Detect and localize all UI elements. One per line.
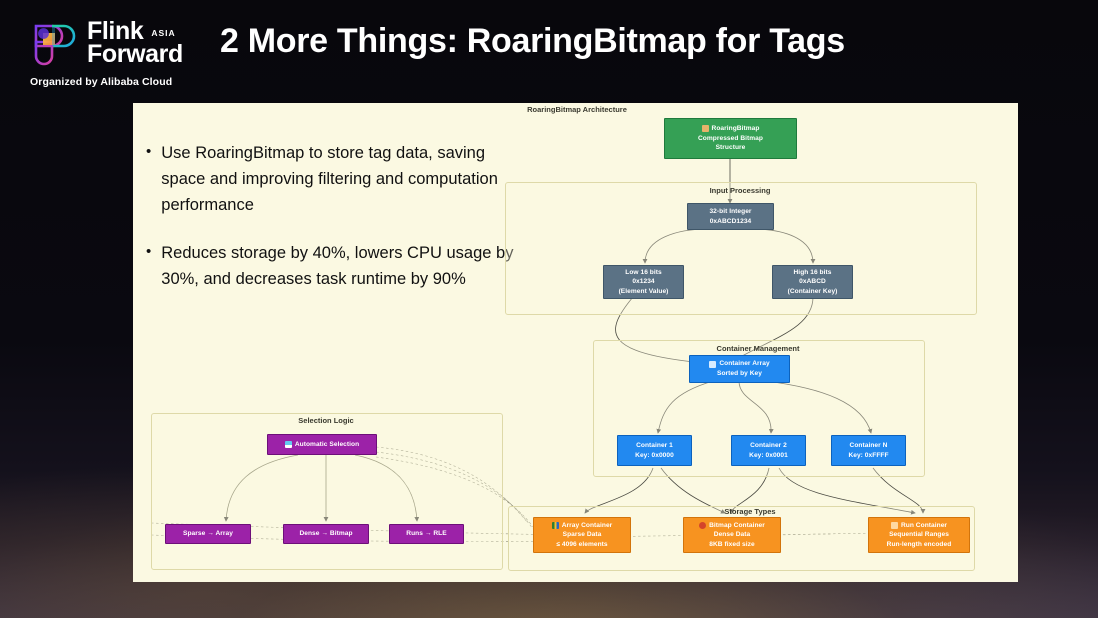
group-label-input: Input Processing [709,186,771,195]
node-line2: Compressed Bitmap [698,134,763,142]
bullet-text: Use RoaringBitmap to store tag data, sav… [161,144,498,214]
node-container-n[interactable]: Container N Key: 0xFFFF [831,435,906,466]
node-line2: 0xABCD1234 [709,217,752,225]
node-line3: (Element Value) [618,287,669,295]
auto-select-icon [284,440,292,448]
node-line2: Sparse Data [562,531,602,539]
node-line3: Structure [715,144,746,152]
node-title: Sparse → Array [183,530,233,538]
page-title: 2 More Things: RoaringBitmap for Tags [220,22,845,60]
brand-organized-by: Organized by Alibaba Cloud [30,76,173,88]
node-title: Automatic Selection [294,440,360,448]
node-rule-runs-rle[interactable]: Runs → RLE [389,524,464,544]
node-low-16-bits[interactable]: Low 16 bits 0x1234 (Element Value) [603,265,684,299]
node-title: Bitmap Container [709,521,765,529]
node-32bit-integer[interactable]: 32-bit Integer 0xABCD1234 [687,203,774,230]
node-title: Container 2 [750,441,787,449]
bullet-marker: • [146,143,152,160]
bitmap-grid-icon [701,125,709,133]
brand-name-line2: Forward [87,40,183,68]
node-line2: 0x1234 [632,278,655,286]
brand-logo: Flink ASIA Forward Organized by Alibaba … [30,17,183,89]
node-run-container[interactable]: Run Container Sequential Ranges Run-leng… [868,517,970,553]
node-rule-sparse-array[interactable]: Sparse → Array [165,524,251,544]
node-line2: Key: 0xFFFF [848,451,889,459]
node-line2: Sequential Ranges [889,531,949,539]
node-title: Low 16 bits [625,268,662,276]
container-array-icon [709,360,717,368]
node-line2: Key: 0x0001 [749,451,788,459]
node-automatic-selection[interactable]: Automatic Selection [267,434,377,455]
group-selection-logic [151,413,503,570]
brand-name-line1: Flink [87,17,144,45]
list-item: • Reduces storage by 40%, lowers CPU usa… [146,241,516,293]
brand-region: ASIA [151,28,176,38]
group-storage-types [508,506,975,571]
content-panel: • Use RoaringBitmap to store tag data, s… [133,103,1018,582]
group-label-storage: Storage Types [724,507,776,516]
node-container-1[interactable]: Container 1 Key: 0x0000 [617,435,692,466]
node-title: Runs → RLE [406,530,447,538]
node-title: Container 1 [636,441,673,449]
node-line3: 8KB fixed size [709,540,755,548]
node-line2: 0xABCD [799,278,826,286]
node-roaringbitmap-root[interactable]: RoaringBitmap Compressed Bitmap Structur… [664,118,797,159]
flink-forward-logo-icon [30,20,78,70]
node-high-16-bits[interactable]: High 16 bits 0xABCD (Container Key) [772,265,853,299]
bullet-text: Reduces storage by 40%, lowers CPU usage… [161,243,514,288]
node-line3: ≤ 4096 elements [556,540,608,548]
node-line3: Run-length encoded [886,540,952,548]
node-title: Container N [849,441,888,449]
dense-dot-icon [699,521,707,529]
node-container-2[interactable]: Container 2 Key: 0x0001 [731,435,806,466]
group-label-selection: Selection Logic [298,416,354,425]
group-container-management [593,340,925,477]
group-input-processing [505,182,977,315]
node-line3: (Container Key) [787,287,838,295]
bar-chart-icon [551,521,559,529]
node-line2: Key: 0x0000 [635,451,674,459]
node-title: Dense → Bitmap [299,530,353,538]
node-title: High 16 bits [793,268,832,276]
node-rule-dense-bitmap[interactable]: Dense → Bitmap [283,524,369,544]
node-bitmap-container[interactable]: Bitmap Container Dense Data 8KB fixed si… [683,517,781,553]
node-array-container[interactable]: Array Container Sparse Data ≤ 4096 eleme… [533,517,631,553]
node-title: 32-bit Integer [709,207,752,215]
bullet-marker: • [146,242,152,260]
node-line2: Sorted by Key [717,370,762,377]
group-label-containers: Container Management [716,344,800,353]
list-item: • Use RoaringBitmap to store tag data, s… [146,141,516,219]
node-container-array[interactable]: Container Array Sorted by Key [689,355,790,383]
node-title: Run Container [900,521,948,529]
bullet-list: • Use RoaringBitmap to store tag data, s… [146,141,516,314]
node-line2: Dense Data [713,531,751,539]
diagram-title: RoaringBitmap Architecture [527,105,627,114]
node-title: Array Container [561,521,613,529]
node-title: Container Array [719,360,770,368]
node-title: RoaringBitmap [711,125,760,133]
run-range-icon [890,521,898,529]
